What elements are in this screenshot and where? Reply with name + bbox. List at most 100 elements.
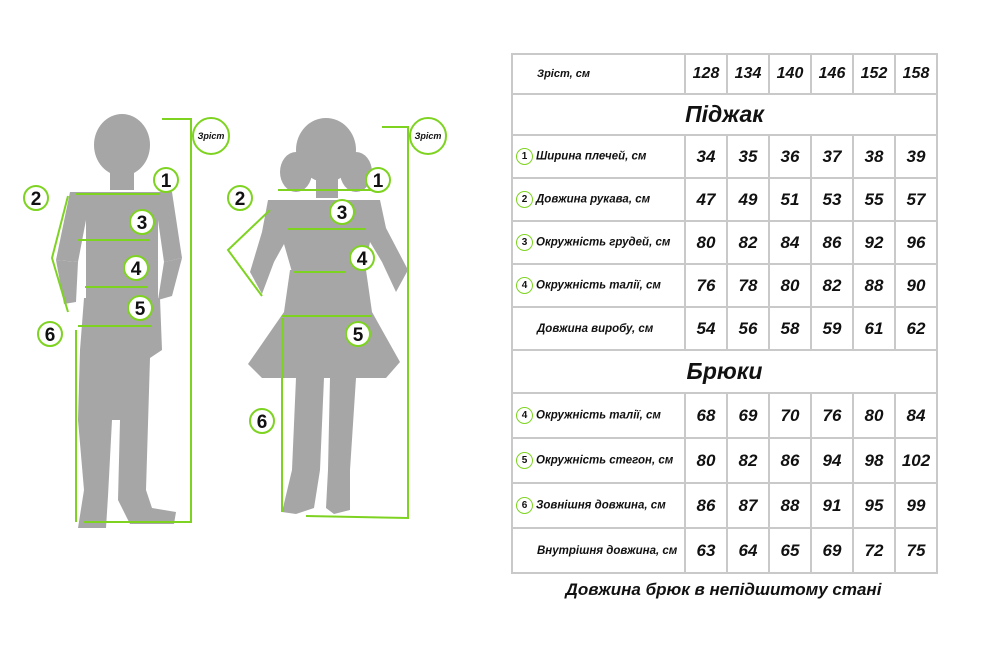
height-value: 158	[894, 53, 938, 95]
cell-value: 70	[768, 392, 812, 439]
cell-value: 49	[726, 177, 770, 222]
marker-badge: 4	[516, 407, 533, 424]
boy-height-line	[84, 118, 192, 523]
cell-value: 65	[768, 527, 812, 574]
row-label: Довжина виробу, см	[511, 306, 686, 351]
cell-value: 76	[810, 392, 854, 439]
marker-badge: 2	[516, 191, 533, 208]
marker-badge: 3	[516, 234, 533, 251]
cell-value: 47	[684, 177, 728, 222]
row-label: Внутрішня довжина, см	[511, 527, 686, 574]
cell-value: 61	[852, 306, 896, 351]
marker-badge: 5	[516, 452, 533, 469]
cell-value: 80	[684, 437, 728, 484]
cell-value: 86	[768, 437, 812, 484]
cell-value: 58	[768, 306, 812, 351]
cell-value: 99	[894, 482, 938, 529]
cell-value: 88	[852, 263, 896, 308]
table-row: Внутрішня довжина, см 63 64 65 69 72 75	[511, 527, 938, 574]
cell-value: 92	[852, 220, 896, 265]
cell-value: 69	[726, 392, 770, 439]
cell-value: 36	[768, 134, 812, 179]
cell-value: 37	[810, 134, 854, 179]
cell-value: 84	[894, 392, 938, 439]
cell-value: 94	[810, 437, 854, 484]
cell-value: 96	[894, 220, 938, 265]
cell-value: 35	[726, 134, 770, 179]
cell-value: 95	[852, 482, 896, 529]
cell-value: 34	[684, 134, 728, 179]
cell-value: 87	[726, 482, 770, 529]
cell-value: 59	[810, 306, 854, 351]
marker-badge: 6	[516, 497, 533, 514]
height-value: 146	[810, 53, 854, 95]
cell-value: 63	[684, 527, 728, 574]
measurement-figures: Зріст 1 2 3 4 5 6 Зріст 1 2 3 4 5 6	[23, 114, 447, 528]
boy-marker-3: 3	[137, 213, 148, 234]
girl-growth-circle	[409, 117, 447, 155]
cell-value: 62	[894, 306, 938, 351]
boy-measure-lines	[50, 118, 192, 523]
boy-marker-6: 6	[45, 325, 56, 346]
cell-value: 80	[768, 263, 812, 308]
trousers-section-title: Брюки	[511, 349, 938, 394]
cell-value: 86	[684, 482, 728, 529]
cell-value: 88	[768, 482, 812, 529]
height-value: 134	[726, 53, 770, 95]
cell-value: 80	[852, 392, 896, 439]
jacket-section-row: Піджак	[511, 93, 938, 136]
girl-marker-1: 1	[373, 171, 384, 192]
cell-value: 56	[726, 306, 770, 351]
cell-value: 98	[852, 437, 896, 484]
height-value: 140	[768, 53, 812, 95]
girl-growth-label: Зріст	[415, 131, 442, 141]
cell-value: 76	[684, 263, 728, 308]
girl-sleeve-line	[226, 209, 271, 297]
cell-value: 57	[894, 177, 938, 222]
height-value: 152	[852, 53, 896, 95]
boy-growth-label: Зріст	[198, 131, 225, 141]
girl-marker-2: 2	[235, 189, 246, 210]
marker-badge: 4	[516, 277, 533, 294]
cell-value: 102	[894, 437, 938, 484]
girl-marker-3: 3	[337, 203, 348, 224]
height-header-row: Зріст, см 128 134 140 146 152 158	[511, 53, 938, 95]
girl-marker-5: 5	[353, 325, 364, 346]
cell-value: 75	[894, 527, 938, 574]
cell-value: 69	[810, 527, 854, 574]
cell-value: 91	[810, 482, 854, 529]
cell-value: 84	[768, 220, 812, 265]
cell-value: 82	[726, 437, 770, 484]
cell-value: 78	[726, 263, 770, 308]
marker-badge: 1	[516, 148, 533, 165]
girl-marker-6: 6	[257, 412, 268, 433]
jacket-section-title: Піджак	[511, 93, 938, 136]
table-row: Довжина виробу, см 54 56 58 59 61 62	[511, 306, 938, 351]
cell-value: 39	[894, 134, 938, 179]
girl-measure-lines	[226, 126, 409, 520]
boy-marker-2: 2	[31, 189, 42, 210]
girl-marker-4: 4	[357, 249, 368, 270]
size-chart-table: Зріст, см 128 134 140 146 152 158 Піджак…	[511, 53, 938, 574]
height-label: Зріст, см	[511, 53, 686, 95]
cell-value: 51	[768, 177, 812, 222]
cell-value: 53	[810, 177, 854, 222]
boy-marker-5: 5	[135, 299, 146, 320]
boy-marker-4: 4	[131, 259, 142, 280]
cell-value: 80	[684, 220, 728, 265]
boy-sleeve-line	[50, 195, 69, 313]
boy-markers: Зріст 1 2 3 4 5 6	[23, 117, 230, 347]
height-value: 128	[684, 53, 728, 95]
